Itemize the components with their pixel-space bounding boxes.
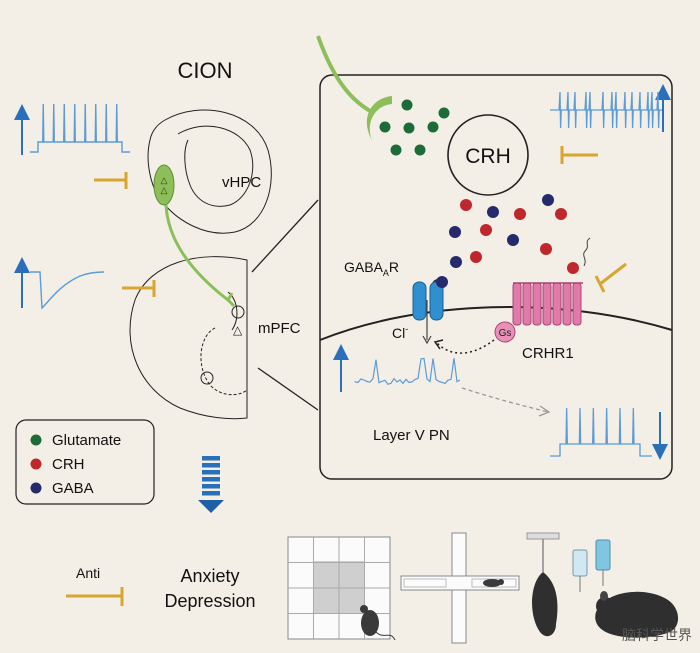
legend-box xyxy=(15,419,155,505)
elevated-plus-maze-icon xyxy=(400,532,520,644)
legend-swatch xyxy=(30,482,42,494)
gaba-bound-icon xyxy=(436,276,448,288)
crh-gaba-molecules xyxy=(432,194,567,291)
triangle-marker-icon: △ xyxy=(161,185,168,195)
gaba-a-receptor-label: GABAAR xyxy=(344,259,399,278)
glutamate-vesicles xyxy=(379,99,450,156)
inhibit-marker-icon xyxy=(594,262,627,293)
glutamate-dot xyxy=(390,144,402,156)
crh-firing-trace xyxy=(550,84,671,132)
crh-molecule xyxy=(470,251,482,263)
cell-membrane xyxy=(319,306,673,341)
down-arrow-icon xyxy=(198,456,224,513)
tail-suspension-test-icon xyxy=(526,532,560,637)
glutamate-dot xyxy=(414,144,426,156)
signaling-arrowhead-icon xyxy=(433,339,444,350)
legend-label: Glutamate xyxy=(52,432,121,449)
crhr1-helix xyxy=(532,282,542,326)
inhibit-marker-icon xyxy=(122,280,156,297)
crh-molecule xyxy=(460,199,472,211)
signaling-arrow xyxy=(436,339,495,354)
layer-v-sepsc-trace xyxy=(333,344,461,392)
mouse-icon xyxy=(360,605,396,641)
anti-label: Anti xyxy=(76,565,100,581)
axon-icon xyxy=(316,35,373,114)
vhpc-label: vHPC xyxy=(222,174,261,191)
gaba-molecule xyxy=(449,226,461,238)
sucrose-preference-test-icon xyxy=(572,539,679,638)
watermark: 脑科学世界 xyxy=(622,627,692,643)
crhr1-helix xyxy=(562,282,572,326)
glutamate-dot xyxy=(403,122,415,134)
crhr1-helix xyxy=(512,282,522,326)
layer-v-label: Layer V PN xyxy=(373,427,450,444)
crh-bound-icon xyxy=(567,262,579,274)
legend-label: CRH xyxy=(52,456,85,473)
gs-protein xyxy=(494,321,516,343)
synapse-zoom-panel xyxy=(319,74,673,480)
crhr1-helix xyxy=(542,282,552,326)
transition-arrowhead-icon xyxy=(538,405,551,417)
glutamate-dot xyxy=(379,121,391,133)
triangle-marker-icon: △ xyxy=(233,323,243,337)
hippocampus-slice xyxy=(147,109,272,234)
zoom-line-bottom xyxy=(257,367,319,411)
transition-arrow xyxy=(461,387,549,413)
axon-terminal-icon xyxy=(366,96,392,140)
synaptic-current-trace xyxy=(14,257,105,310)
gaba-molecule xyxy=(487,206,499,218)
inhibit-marker-icon xyxy=(94,172,128,189)
crh-cell xyxy=(447,114,529,196)
mpfc-label: mPFC xyxy=(258,320,301,337)
gaba-molecule xyxy=(450,256,462,268)
legend-swatch xyxy=(30,434,42,446)
anxiety-label: Anxiety xyxy=(180,566,239,586)
crhr1-helix xyxy=(522,282,532,326)
legend-swatch xyxy=(30,458,42,470)
gaba-a-receptor xyxy=(412,281,427,321)
crhr1-helix xyxy=(572,282,582,326)
axon-terminal-icon xyxy=(217,290,236,308)
layer-v-firing-trace xyxy=(550,407,668,460)
inhibit-marker-icon xyxy=(66,587,124,606)
triangle-marker-icon: △ xyxy=(161,175,168,185)
inhibit-marker-icon xyxy=(560,146,598,164)
gs-label: Gs xyxy=(499,328,512,339)
chloride-arrowhead-icon xyxy=(422,335,432,345)
chloride-label: Cl- xyxy=(392,324,408,341)
mpfc-circle-marker xyxy=(231,305,245,319)
crhr1-helix xyxy=(552,282,562,326)
legend-label: GABA xyxy=(52,480,94,497)
prefrontal-slice xyxy=(129,256,248,420)
crh-molecule xyxy=(555,208,567,220)
crh-cell-label: CRH xyxy=(465,145,511,168)
figure-title: CION xyxy=(178,58,233,83)
hippocampal-firing-trace xyxy=(14,103,130,155)
gaba-molecule xyxy=(542,194,554,206)
receptor-tail-icon xyxy=(583,237,591,267)
gaba-molecule xyxy=(507,234,519,246)
depression-label: Depression xyxy=(164,591,255,611)
crh-molecule xyxy=(514,208,526,220)
crh-molecule xyxy=(540,243,552,255)
glutamate-dot xyxy=(401,99,413,111)
crh-molecule xyxy=(480,224,492,236)
vhpc-nucleus xyxy=(153,164,175,206)
vhpc-mpfc-projection xyxy=(164,204,219,294)
crhr1-label: CRHR1 xyxy=(522,345,574,362)
crhr1-receptor xyxy=(512,282,583,326)
glutamate-dot xyxy=(438,107,450,119)
zoom-line-top xyxy=(251,199,319,273)
glutamate-dot xyxy=(427,121,439,133)
